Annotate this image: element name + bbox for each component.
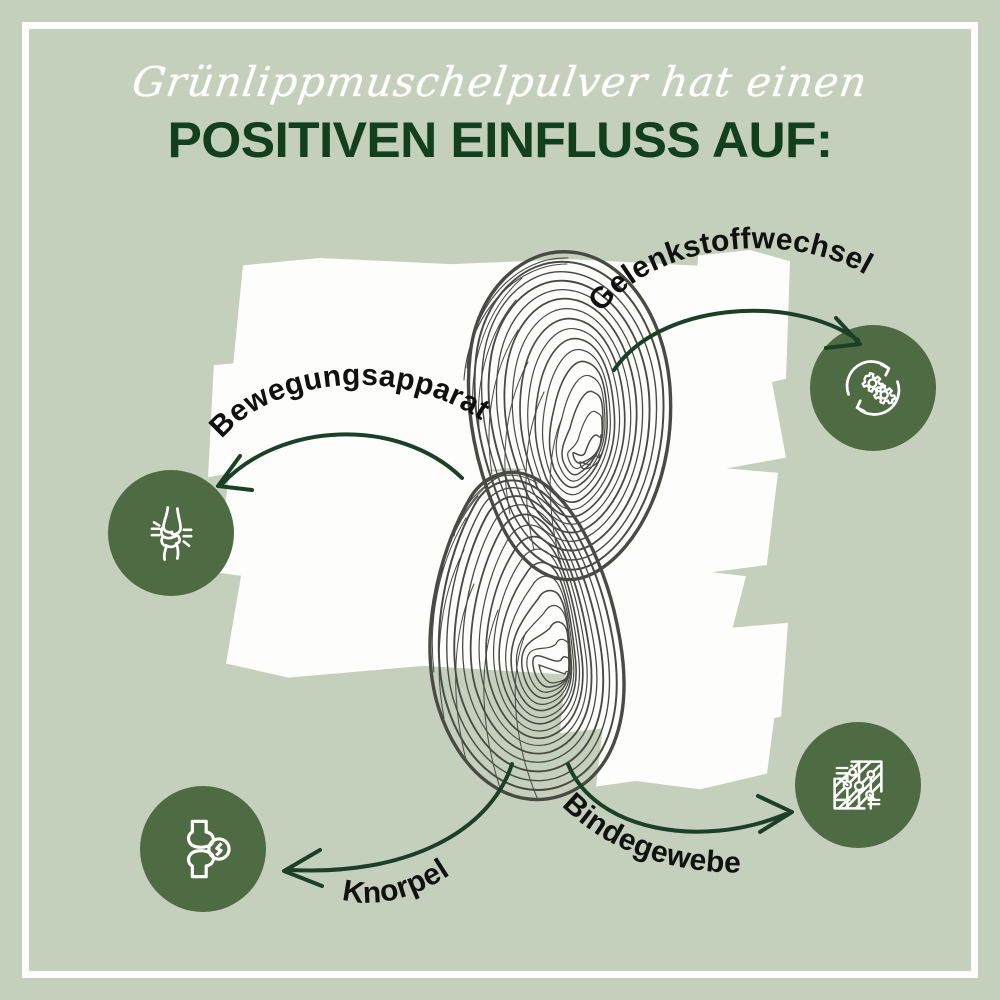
arrow-to-knorpel [282,762,514,888]
gears-cycle-icon [845,360,901,416]
badge-bindegewebe[interactable] [795,722,921,848]
brush-stroke-backdrop [596,701,776,790]
headline-script-line: Grünlippmuschelpulver hat einen [129,58,871,106]
arrow-to-gelenkstoffwechsel [612,308,862,372]
label-bewegungsapparat: Bewegungsapparat [203,359,495,444]
label-knorpel: Knorpel [340,852,454,910]
arrow-to-bindegewebe [566,762,794,834]
mussel-shell-illustration-lower [428,469,626,802]
label-gelenkstoffwechsel: Gelenkstoffwechsel [582,222,878,318]
headline-main-line: POSITIVEN EINFLUSS AUF: [167,112,833,168]
knee-joint-pain-icon [150,506,193,561]
badge-bewegungsapparat[interactable] [108,470,234,596]
arrow-to-bewegungsapparat [216,432,464,492]
connective-tissue-network-icon [833,760,883,810]
cartilage-joint-magnifier-icon [186,819,231,879]
page-title: Grünlippmuschelpulver hat einen POSITIVE… [0,58,1000,168]
badge-knorpel[interactable] [140,786,266,912]
